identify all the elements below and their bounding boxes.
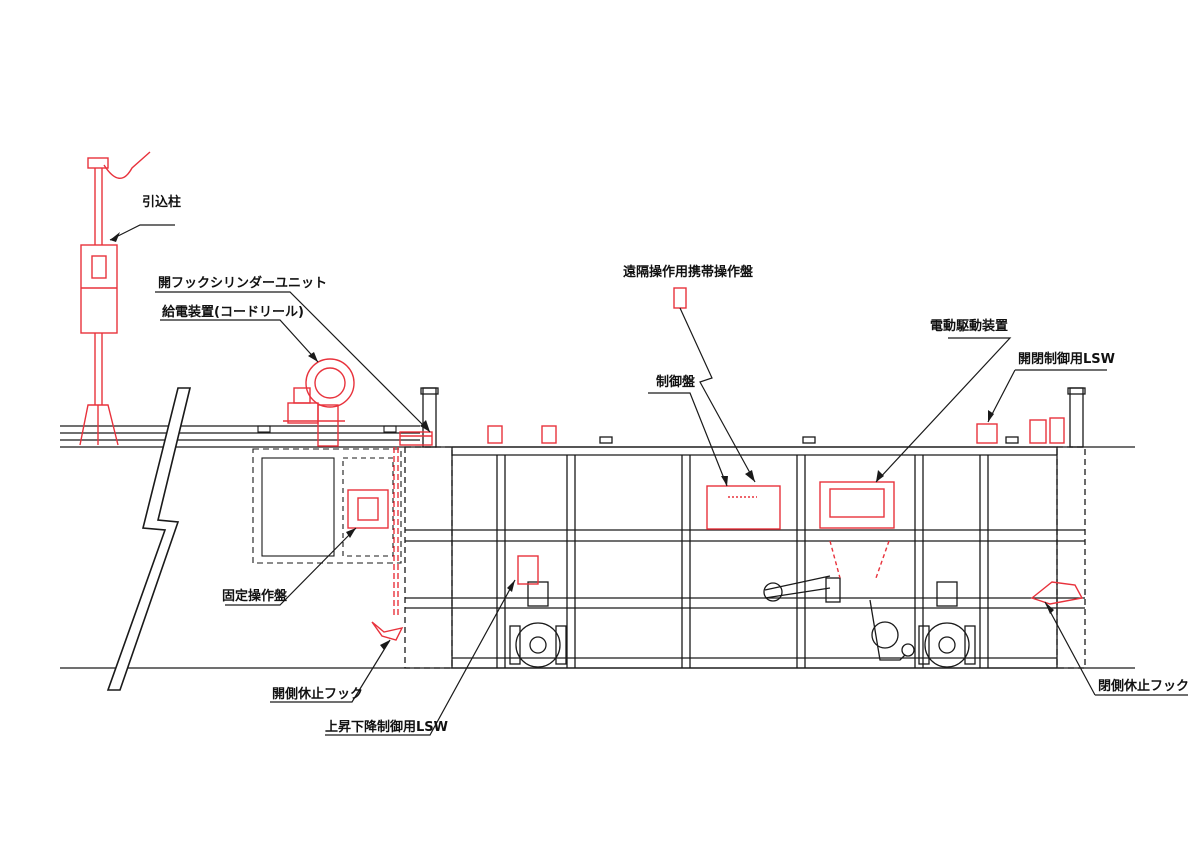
control-panel-box [706,485,781,530]
label-pole: 引込柱 [142,194,181,210]
lead-in-pole [79,151,151,446]
electric-drive-box [819,481,895,529]
hook-cylinder [399,431,433,446]
label-lift-lsw: 上昇下降制御用LSW [325,719,448,735]
label-portable-panel: 遠隔操作用携帯操作盤 [623,264,754,280]
portable-panel-box [673,287,687,309]
equipment [283,287,1084,641]
label-fixed-panel: 固定操作盤 [222,588,288,604]
reel-drum [305,358,355,408]
wheel-assemblies [509,575,976,668]
label-power-supply-reel: 給電装置(コードリール) [162,304,304,320]
label-hook-cylinder-unit: 開フックシリンダーユニット [158,275,327,291]
leader-arrowheads [110,232,1054,650]
open-hook-shape [371,621,404,641]
leader-lines [109,224,1188,736]
close-hook-shape [1030,581,1084,605]
rail-lines [60,425,1135,669]
gate-frame [404,387,1086,669]
label-electric-drive: 電動駆動装置 [930,318,1008,334]
fixed-panel-box [347,489,389,529]
label-open-side-hook: 開側休止フック [272,686,363,702]
break-line [106,387,192,691]
label-close-side-hook: 閉側休止フック [1098,678,1189,694]
label-control-panel: 制御盤 [656,374,696,390]
fixed-housing [252,425,402,564]
label-open-close-lsw: 開閉制御用LSW [1018,351,1115,367]
